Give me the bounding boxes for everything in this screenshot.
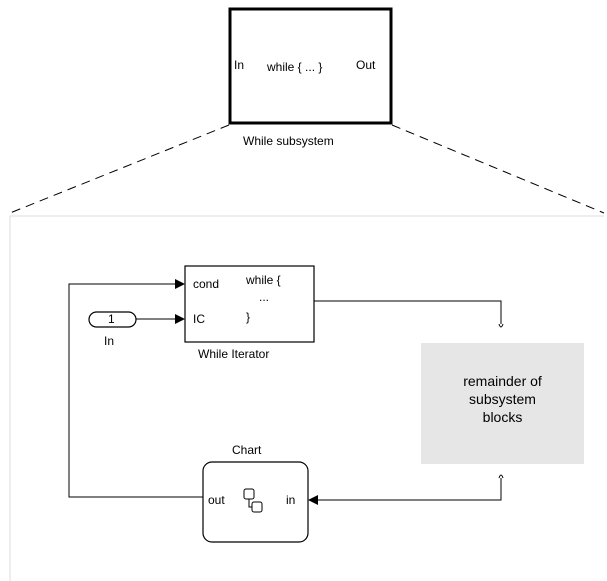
remainder-label: remainder of subsystem blocks (421, 372, 584, 426)
arrow-cond (175, 279, 185, 289)
chart-title: Chart (232, 443, 262, 457)
while-iterator-block[interactable] (184, 265, 315, 343)
chart-out-port-label: out (208, 493, 225, 507)
remainder-line2: subsystem (469, 391, 536, 407)
zoom-line-right (391, 124, 605, 214)
while-iterator-caption: While Iterator (198, 347, 270, 361)
chart-in-port-label: in (286, 493, 296, 507)
top-block-body-label: while { ... } (267, 60, 323, 74)
iterator-code-line1: while { (246, 273, 281, 287)
cond-port-label: cond (193, 277, 220, 291)
inport-number: 1 (108, 312, 115, 326)
top-out-port-label: Out (356, 58, 376, 72)
connector-tick-bottom (498, 474, 504, 479)
arrow-ic (175, 314, 185, 324)
stateflow-chart-icon (243, 488, 263, 513)
while-subsystem-block[interactable] (228, 7, 393, 125)
inport-caption: In (104, 334, 115, 348)
arrow-chart-in (308, 495, 318, 505)
remainder-line1: remainder of (463, 373, 542, 389)
top-in-port-label: In (234, 58, 245, 72)
ic-port-label: IC (193, 312, 205, 326)
zoom-line-left (9, 124, 230, 214)
iterator-code-line3: } (246, 310, 251, 324)
remainder-block[interactable] (421, 343, 584, 464)
remainder-line3: blocks (482, 409, 523, 425)
signal-chart-out-to-cond (68, 283, 203, 498)
connector-tick-top (498, 323, 504, 328)
while-subsystem-caption: While subsystem (243, 134, 334, 148)
iterator-code-line2: ... (259, 290, 270, 304)
signal-remainder-to-chart-in (318, 478, 502, 501)
signal-iterator-to-remainder (314, 300, 502, 324)
